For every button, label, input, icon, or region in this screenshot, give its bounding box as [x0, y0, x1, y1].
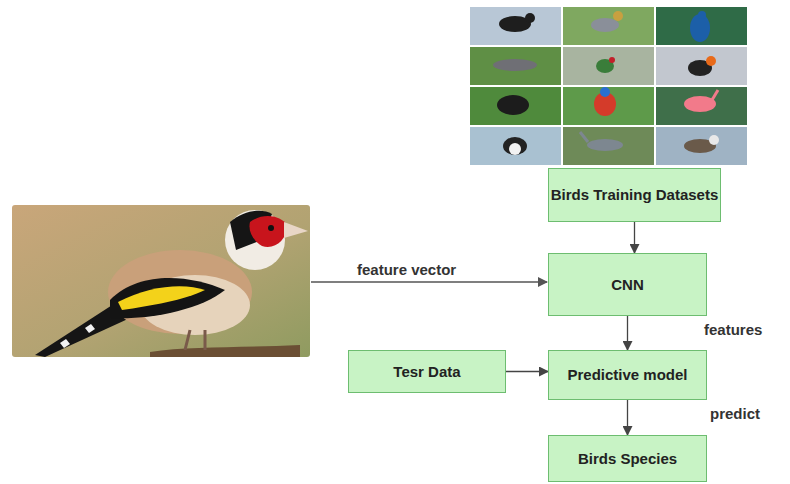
process-box: Predictive model — [548, 350, 707, 400]
arrow-connector — [627, 316, 628, 350]
data-box: Tesr Data — [348, 350, 506, 393]
node-text: Birds Species — [578, 449, 677, 469]
process-box: CNN — [548, 253, 707, 316]
text-group: Birds Training Datasets — [551, 185, 719, 205]
bird-image-grid — [469, 6, 747, 165]
arrow-connector — [634, 222, 635, 253]
arrow-connector — [627, 400, 628, 435]
node-text: Predictive model — [567, 365, 687, 385]
text-group: Predictive model — [567, 365, 687, 385]
node-text: Tesr Data — [393, 362, 460, 382]
edge-label: features — [704, 321, 762, 338]
feature-vector-line — [311, 281, 547, 282]
node-text: Birds Training Datasets — [551, 185, 719, 205]
output-box: Birds Species — [548, 435, 707, 482]
text-group: Tesr Data — [393, 362, 460, 382]
line-label: feature vector — [357, 261, 456, 278]
bird-photo — [12, 205, 310, 357]
dataset-box: Birds Training Datasets — [548, 168, 721, 222]
edge-label: predict — [710, 405, 760, 422]
node-text: CNN — [611, 275, 644, 295]
text-group: Birds Species — [578, 449, 677, 469]
arrow-connector — [506, 371, 548, 372]
text-group: CNN — [611, 275, 644, 295]
